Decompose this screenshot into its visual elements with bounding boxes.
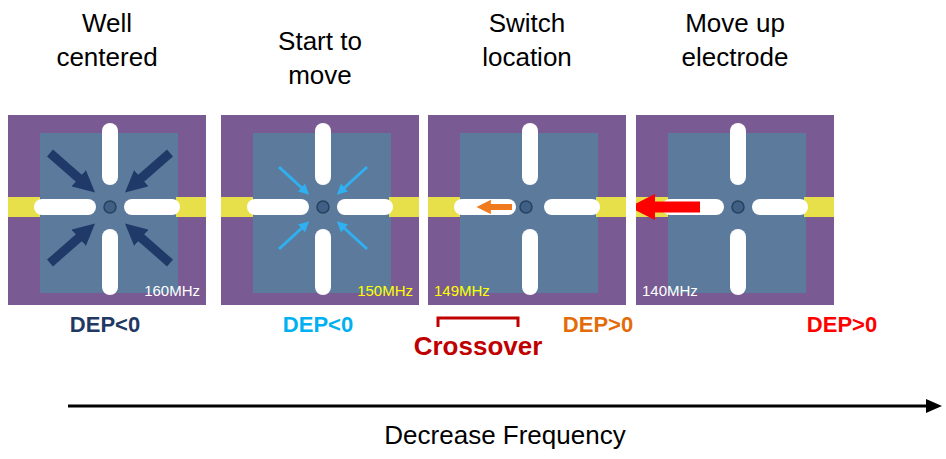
step-title: Switch location [452, 7, 602, 75]
chip-image [428, 115, 626, 305]
frequency-label: 160MHz [144, 282, 200, 299]
axis-arrowhead [926, 399, 942, 413]
frequency-label: 140MHz [642, 282, 698, 299]
step-title: Start to move [245, 25, 395, 93]
microscope-panel: Start to move150MHz [221, 115, 419, 305]
frequency-axis [68, 405, 928, 408]
dep-sign: DEP<0 [283, 312, 353, 338]
microscope-panel: Move up electrode140MHz [636, 115, 834, 305]
frequency-label: 150MHz [357, 282, 413, 299]
dep-sign: DEP>0 [563, 312, 633, 338]
step-title: Well centered [32, 7, 182, 75]
step-title: Move up electrode [660, 7, 810, 75]
dep-sign: DEP>0 [807, 312, 877, 338]
chip-image [636, 115, 834, 305]
microscope-panel: Well centered160MHz [8, 115, 206, 305]
chip-image [8, 115, 206, 305]
crossover-bracket [438, 318, 518, 327]
dep-sign: DEP<0 [70, 312, 140, 338]
chip-image [221, 115, 419, 305]
microscope-panel: Switch location149MHz [428, 115, 626, 305]
crossover-label: Crossover [414, 331, 543, 362]
axis-label: Decrease Frequency [384, 420, 625, 451]
frequency-label: 149MHz [434, 282, 490, 299]
